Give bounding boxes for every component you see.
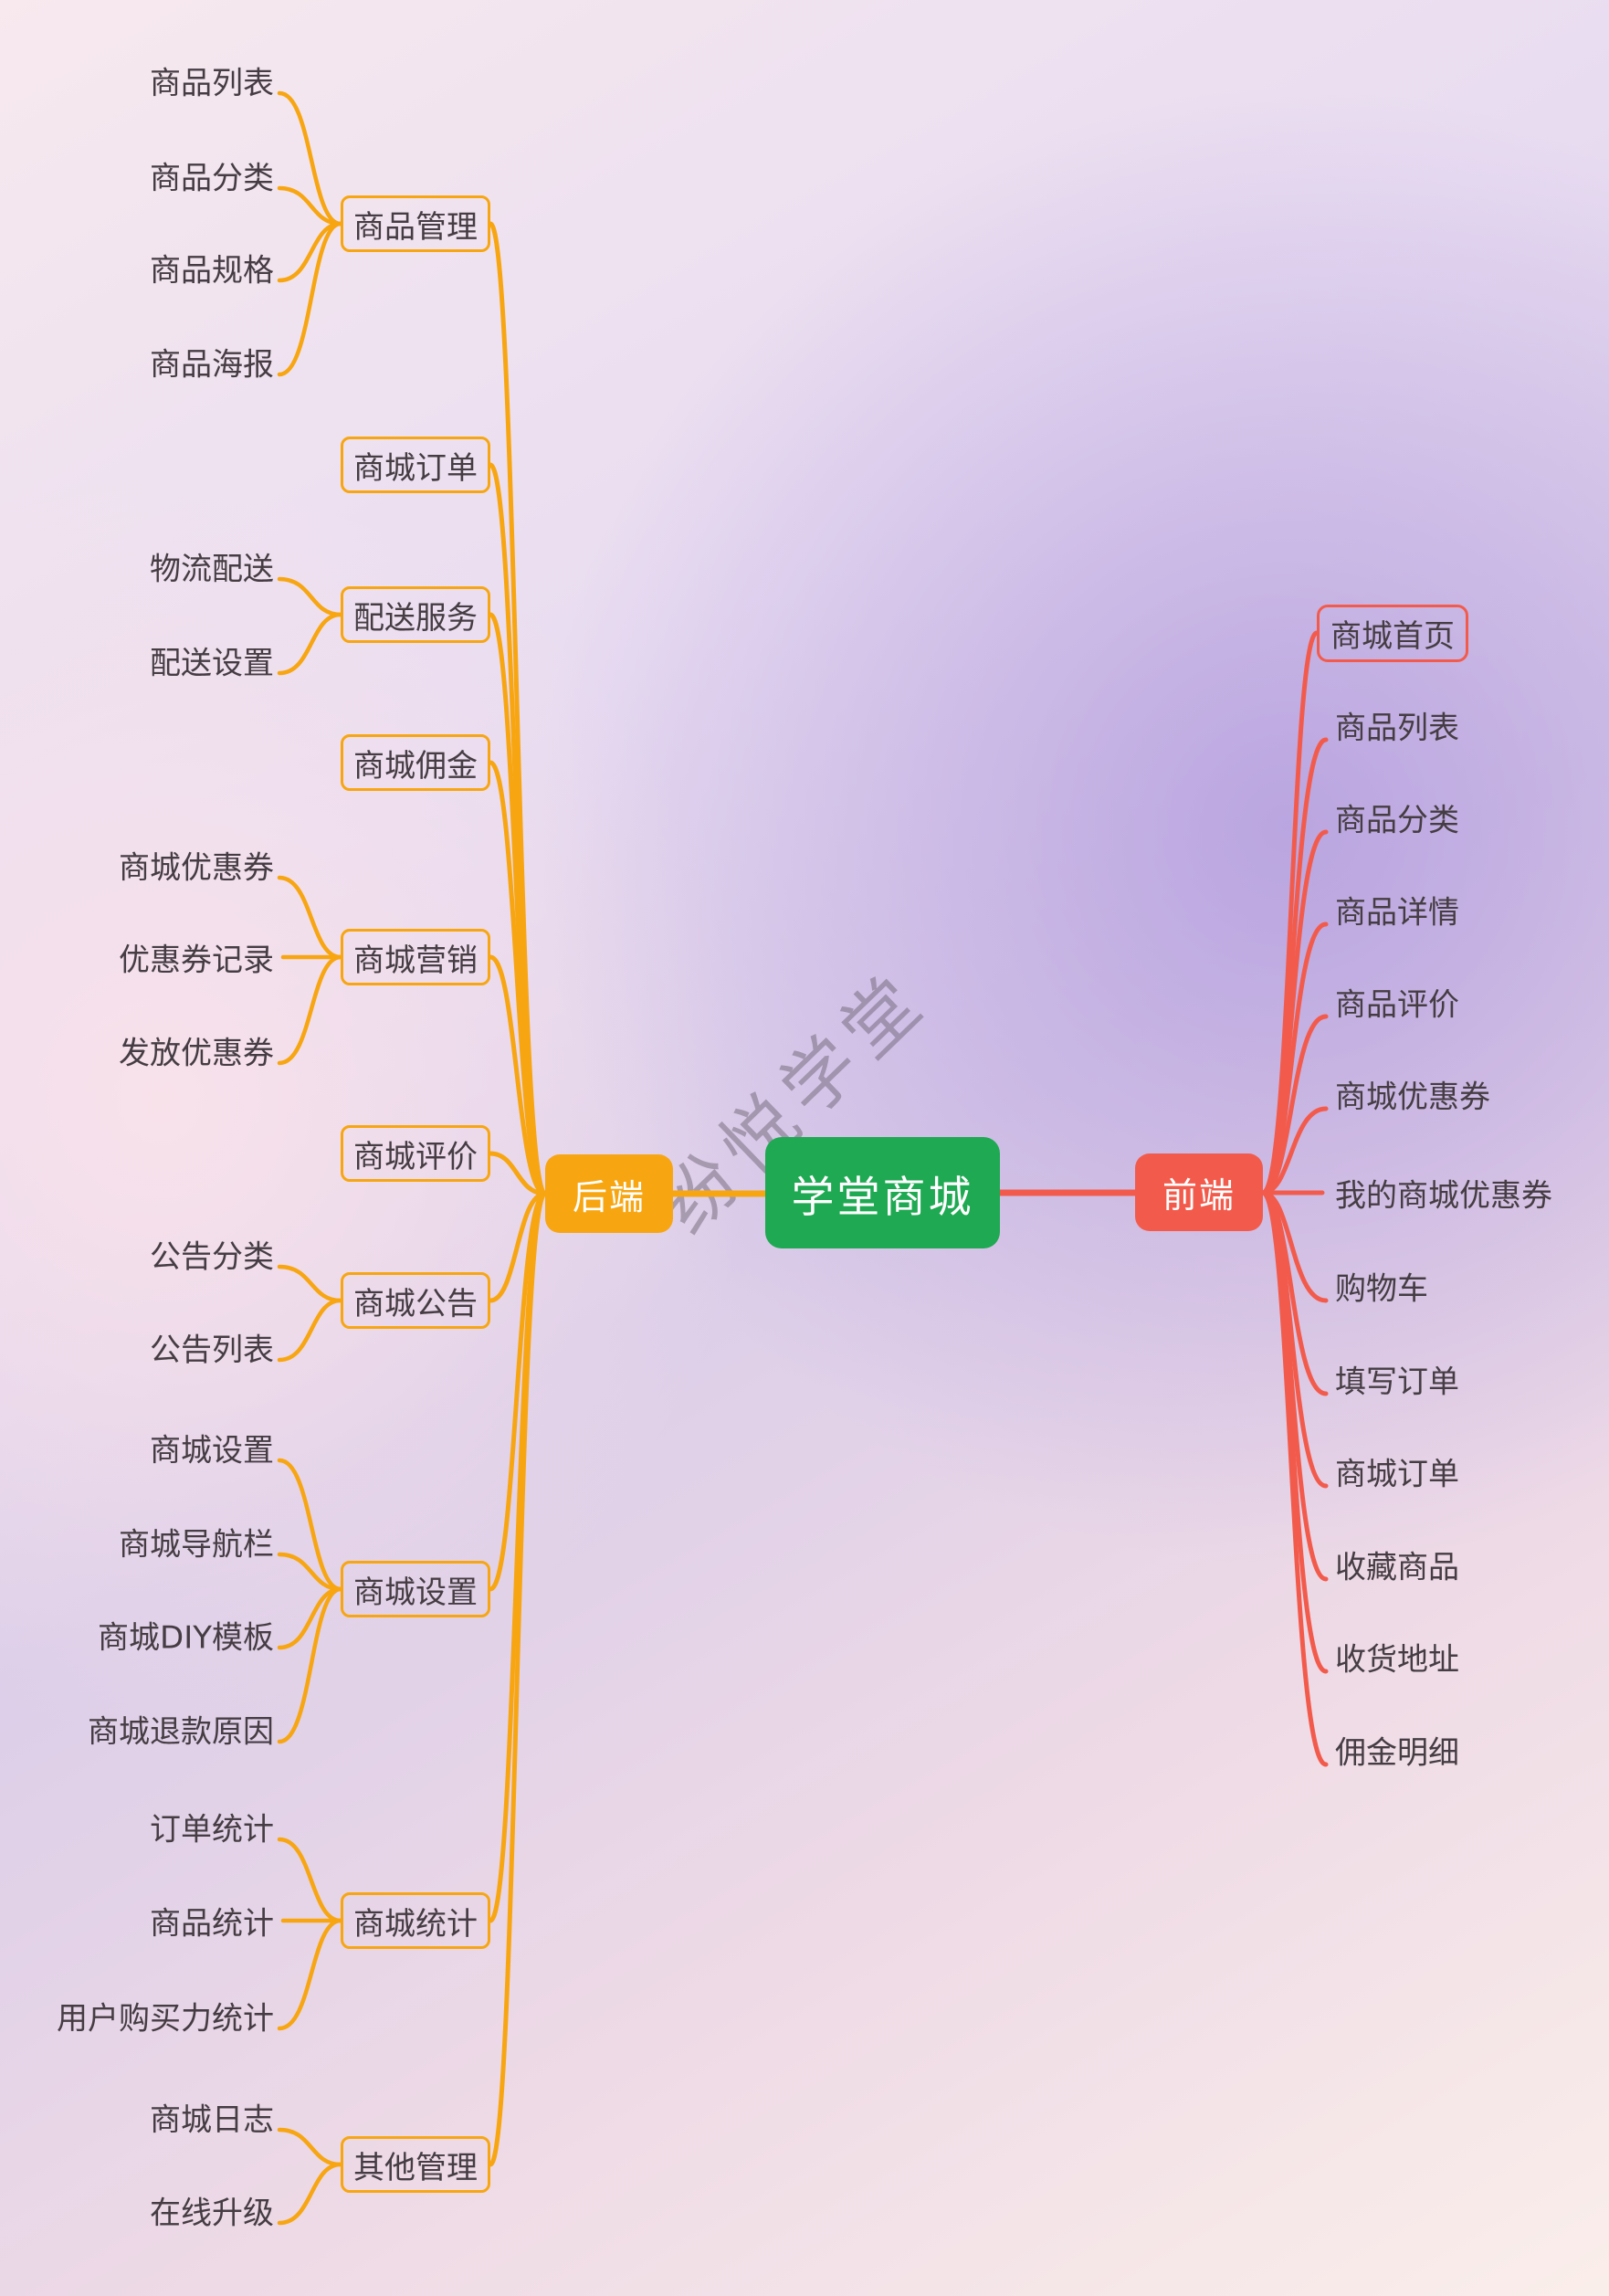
backend-group-mall-review[interactable]: 商城评价 <box>341 1125 490 1182</box>
backend-leaf-delivery-settings[interactable]: 配送设置 <box>150 645 274 682</box>
backend-group-goods-management[interactable]: 商品管理 <box>341 195 490 252</box>
backend-group-mall-order[interactable]: 商城订单 <box>341 437 490 493</box>
backend-hub-node[interactable]: 后端 <box>545 1154 673 1233</box>
frontend-leaf-my-coupons[interactable]: 我的商城优惠券 <box>1335 1177 1552 1215</box>
frontend-leaf-favorites[interactable]: 收藏商品 <box>1335 1549 1459 1586</box>
backend-leaf-coupons[interactable]: 商城优惠券 <box>119 849 274 887</box>
backend-leaf-online-upgrade[interactable]: 在线升级 <box>150 2195 274 2232</box>
frontend-edges <box>996 630 1329 1767</box>
frontend-leaf-goods-list[interactable]: 商品列表 <box>1335 710 1459 747</box>
backend-group-mall-marketing[interactable]: 商城营销 <box>341 929 490 985</box>
frontend-leaf-cart[interactable]: 购物车 <box>1335 1270 1428 1308</box>
backend-leaf-goods-poster[interactable]: 商品海报 <box>150 346 274 384</box>
backend-leaf-mall-settings[interactable]: 商城设置 <box>150 1432 274 1469</box>
backend-group-delivery-service[interactable]: 配送服务 <box>341 586 490 643</box>
backend-leaf-goods-category[interactable]: 商品分类 <box>150 160 274 197</box>
backend-group-mall-settings[interactable]: 商城设置 <box>341 1561 490 1617</box>
backend-group-mall-notice[interactable]: 商城公告 <box>341 1272 490 1329</box>
backend-leaf-user-power-stats[interactable]: 用户购买力统计 <box>57 2000 274 2038</box>
backend-leaf-edges <box>277 90 343 2226</box>
frontend-leaf-goods-review[interactable]: 商品评价 <box>1335 986 1459 1024</box>
backend-group-mall-commission[interactable]: 商城佣金 <box>341 734 490 791</box>
backend-leaf-order-stats[interactable]: 订单统计 <box>150 1811 274 1848</box>
frontend-leaf-address[interactable]: 收货地址 <box>1335 1641 1459 1679</box>
backend-trunk-edges <box>488 221 769 2167</box>
backend-leaf-goods-stats[interactable]: 商品统计 <box>150 1905 274 1943</box>
backend-group-mall-statistics[interactable]: 商城统计 <box>341 1892 490 1949</box>
frontend-leaf-goods-detail[interactable]: 商品详情 <box>1335 894 1459 932</box>
backend-leaf-goods-list[interactable]: 商品列表 <box>150 65 274 102</box>
frontend-node-mall-home[interactable]: 商城首页 <box>1317 605 1468 662</box>
frontend-leaf-commission-detail[interactable]: 佣金明细 <box>1335 1734 1459 1772</box>
backend-leaf-coupon-issue[interactable]: 发放优惠券 <box>119 1035 274 1072</box>
frontend-hub-node[interactable]: 前端 <box>1135 1153 1263 1231</box>
backend-leaf-navbar[interactable]: 商城导航栏 <box>119 1526 274 1564</box>
backend-leaf-notice-category[interactable]: 公告分类 <box>150 1238 274 1276</box>
root-node[interactable]: 学堂商城 <box>765 1137 1000 1248</box>
frontend-leaf-mall-order[interactable]: 商城订单 <box>1335 1456 1459 1493</box>
frontend-leaf-fill-order[interactable]: 填写订单 <box>1335 1364 1459 1401</box>
backend-leaf-coupon-records[interactable]: 优惠券记录 <box>119 942 274 979</box>
backend-leaf-logistics[interactable]: 物流配送 <box>150 551 274 588</box>
backend-group-other-management[interactable]: 其他管理 <box>341 2136 490 2193</box>
backend-leaf-diy-template[interactable]: 商城DIY模板 <box>98 1619 274 1657</box>
frontend-leaf-mall-coupons[interactable]: 商城优惠券 <box>1335 1079 1490 1116</box>
frontend-leaf-goods-category[interactable]: 商品分类 <box>1335 802 1459 839</box>
backend-leaf-mall-log[interactable]: 商城日志 <box>150 2101 274 2139</box>
backend-leaf-refund-reason[interactable]: 商城退款原因 <box>88 1713 274 1751</box>
backend-leaf-notice-list[interactable]: 公告列表 <box>150 1332 274 1369</box>
backend-leaf-goods-spec[interactable]: 商品规格 <box>150 252 274 290</box>
